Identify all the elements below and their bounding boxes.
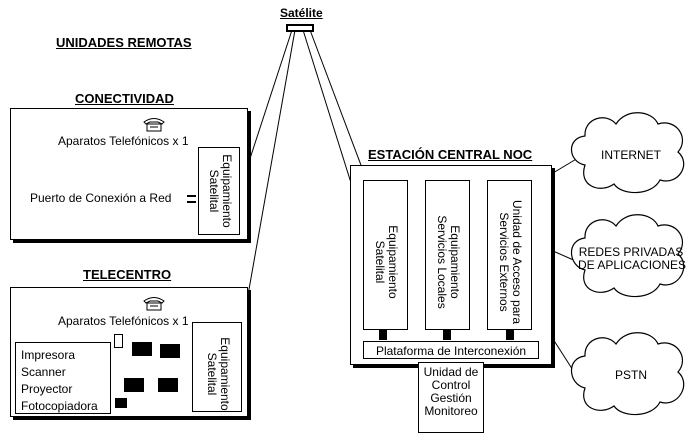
connector-icon [506, 330, 514, 340]
printer-icon [115, 398, 127, 408]
connectivity-title: CONECTIVIDAD [75, 91, 174, 106]
cloud-shapes [570, 112, 685, 416]
satellite-dish-icon [286, 24, 314, 32]
connectivity-satellite-equipment-label: Equipamiento Satelital [207, 154, 234, 228]
cloud-internet-label: INTERNET [601, 148, 661, 162]
remote-units-title: UNIDADES REMOTAS [56, 35, 192, 50]
computer-icon [160, 344, 180, 358]
telecenter-phones-label: Aparatos Telefónicos x 1 [58, 314, 189, 328]
noc-module-external-access: Unidad de Acceso para Servicios Externos [487, 180, 532, 330]
noc-module-label: Unidad de Acceso para Servicios Externos [497, 199, 524, 325]
cloud-private-networks-label: REDES PRIVADAS DE APLICACIONES [578, 245, 687, 272]
telephone-icon [143, 118, 165, 132]
noc-module-label: Equipamiento Satelital [373, 225, 400, 299]
noc-module-satellite-equipment: Equipamiento Satelital [363, 180, 408, 330]
telecenter-satellite-equipment-label: Equipamiento Satelital [205, 337, 232, 411]
interconnection-platform-label: Plataforma de Interconexión [375, 344, 527, 358]
connector-icon [379, 330, 387, 340]
control-unit-label: Unidad de Control Gestión Monitoreo [423, 365, 479, 418]
computer-icon [124, 378, 144, 392]
connectivity-phones-label: Aparatos Telefónicos x 1 [58, 134, 189, 148]
connectivity-satellite-equipment: Equipamiento Satelital [198, 147, 240, 235]
computer-icon [158, 378, 178, 392]
network-port-icon [187, 195, 196, 203]
telephone-icon [143, 297, 165, 311]
peripherals-box: Impresora Scanner Proyector Fotocopiador… [15, 342, 111, 414]
satellite-label: Satélite [280, 6, 323, 20]
device-printer: Impresora [21, 348, 76, 362]
cloud-pstn-label: PSTN [614, 368, 647, 382]
device-photocopier: Fotocopiadora [21, 399, 98, 413]
connector-icon [443, 330, 451, 340]
noc-module-label: Equipamiento Servicios Locales [435, 215, 462, 309]
noc-title: ESTACIÓN CENTRAL NOC [368, 147, 533, 162]
control-unit: Unidad de Control Gestión Monitoreo [418, 362, 484, 433]
device-projector: Proyector [21, 382, 73, 396]
interconnection-platform: Plataforma de Interconexión [363, 341, 539, 359]
network-port-label: Puerto de Conexión a Red [30, 191, 172, 205]
peripherals-list: Impresora Scanner Proyector Fotocopiador… [21, 347, 98, 415]
telecenter-satellite-equipment: Equipamiento Satelital [192, 322, 242, 412]
telecenter-title: TELECENTRO [83, 267, 172, 282]
device-scanner: Scanner [21, 365, 66, 379]
noc-module-local-services: Equipamiento Servicios Locales [425, 180, 470, 330]
computer-icon [132, 342, 152, 356]
handset-icon [114, 334, 123, 348]
